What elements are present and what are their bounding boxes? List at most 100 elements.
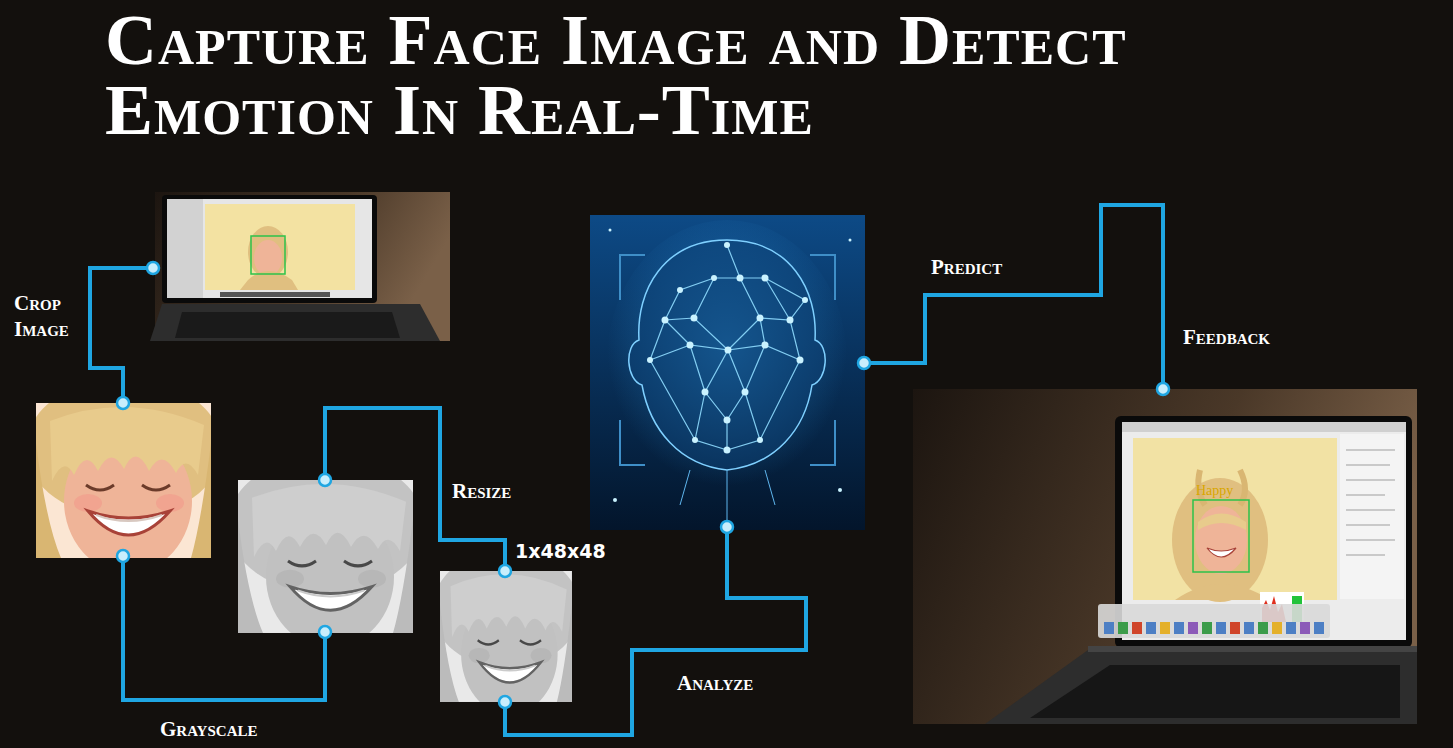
illustration-part bbox=[727, 245, 790, 320]
illustration-part bbox=[1118, 622, 1128, 634]
head-wireframe bbox=[590, 215, 865, 530]
step-label: Analyze bbox=[677, 670, 753, 696]
illustration-part bbox=[1346, 554, 1385, 556]
illustration-part bbox=[1122, 422, 1406, 432]
illustration-part bbox=[1346, 509, 1395, 511]
illustration-part bbox=[647, 357, 653, 363]
laptop-photo bbox=[150, 192, 450, 341]
illustration-part bbox=[1340, 434, 1404, 599]
step-label: Predict bbox=[931, 254, 1002, 280]
laptop-result-photo bbox=[913, 389, 1417, 724]
illustration-part bbox=[1346, 450, 1395, 555]
illustration-part bbox=[1172, 478, 1268, 602]
illustration-part bbox=[695, 392, 760, 450]
flow-line bbox=[864, 205, 1163, 389]
illustration-part bbox=[762, 342, 769, 349]
illustration-part bbox=[1202, 622, 1212, 634]
illustration-part bbox=[1346, 479, 1395, 481]
illustration-part bbox=[1346, 494, 1385, 496]
flow-dot bbox=[319, 626, 331, 638]
illustration-part bbox=[162, 195, 377, 303]
illustration-part bbox=[691, 315, 698, 322]
illustration-part bbox=[1346, 524, 1390, 526]
illustration-part bbox=[724, 242, 730, 248]
illustration-part bbox=[665, 278, 714, 320]
illustration-part bbox=[662, 317, 669, 324]
illustration-part bbox=[760, 278, 805, 360]
illustration-part bbox=[1207, 548, 1236, 557]
illustration-part bbox=[724, 447, 731, 454]
illustration-part bbox=[757, 437, 763, 443]
flow-line bbox=[90, 268, 153, 403]
illustration-part bbox=[913, 389, 1417, 724]
illustration-part bbox=[167, 199, 372, 298]
illustration-part bbox=[650, 245, 805, 450]
illustration-part bbox=[728, 318, 765, 392]
illustration-part bbox=[613, 498, 617, 502]
illustration-part bbox=[609, 229, 852, 503]
illustration-part bbox=[1244, 622, 1254, 634]
flow-dot bbox=[721, 521, 733, 533]
illustration-part bbox=[609, 229, 612, 232]
illustration-part bbox=[1193, 500, 1249, 572]
illustration-part bbox=[220, 292, 330, 297]
flow-dot bbox=[147, 262, 159, 274]
flow-line bbox=[123, 556, 325, 700]
illustration-part bbox=[629, 240, 825, 470]
illustration-part bbox=[150, 304, 440, 341]
illustration-part bbox=[1216, 622, 1226, 634]
illustration-part bbox=[690, 345, 745, 420]
illustration-part bbox=[248, 226, 288, 278]
illustration-part bbox=[590, 215, 865, 530]
step-label: Resize bbox=[452, 478, 511, 504]
flow-line bbox=[505, 527, 806, 735]
illustration-part bbox=[117, 262, 1169, 708]
grayscale-face bbox=[228, 455, 424, 647]
illustration-part bbox=[1314, 622, 1324, 634]
illustration-part bbox=[205, 204, 355, 290]
illustration-part bbox=[694, 278, 740, 318]
illustration-part bbox=[802, 297, 808, 303]
illustration-part bbox=[1230, 622, 1240, 634]
illustration-part bbox=[1346, 449, 1395, 451]
illustration-part bbox=[680, 470, 775, 520]
resized-face bbox=[432, 550, 580, 715]
flow-dot bbox=[117, 550, 129, 562]
illustration-part bbox=[650, 320, 800, 440]
illustration-part bbox=[1175, 584, 1270, 600]
illustration-part bbox=[1174, 622, 1184, 634]
illustration-part bbox=[677, 287, 683, 293]
step-label: Feedback bbox=[1183, 324, 1270, 350]
illustration-part bbox=[1272, 622, 1282, 634]
flow-dot bbox=[1157, 383, 1169, 395]
illustration-part bbox=[762, 275, 769, 282]
illustration-part bbox=[757, 315, 764, 322]
illustration-part bbox=[1132, 622, 1142, 634]
illustration-part bbox=[254, 240, 282, 276]
illustration-part bbox=[1098, 604, 1330, 638]
illustration-part bbox=[1346, 539, 1395, 541]
flow-dot bbox=[117, 397, 129, 409]
illustration-part bbox=[167, 199, 203, 298]
flow-dot bbox=[499, 696, 511, 708]
illustration-part bbox=[787, 317, 794, 324]
emotion-tag: Happy bbox=[1196, 483, 1233, 499]
illustration-part bbox=[687, 342, 694, 349]
illustration-part bbox=[90, 205, 1163, 735]
illustration-part bbox=[724, 417, 731, 424]
illustration-part bbox=[742, 389, 749, 396]
illustration-part bbox=[1030, 665, 1400, 718]
flow-dot bbox=[319, 474, 331, 486]
illustration-part bbox=[1258, 622, 1268, 634]
illustration-part bbox=[725, 347, 732, 354]
illustration-part bbox=[1198, 514, 1246, 531]
illustration-part bbox=[797, 357, 804, 364]
illustration-part bbox=[838, 488, 842, 492]
illustration-part bbox=[1195, 506, 1247, 574]
diagram-title: Capture Face Image and Detect Emotion In… bbox=[105, 5, 1395, 145]
step-label: Grayscale bbox=[160, 716, 257, 742]
illustration-part bbox=[175, 312, 400, 338]
flow-dot bbox=[499, 565, 511, 577]
illustration-part bbox=[1146, 622, 1156, 634]
